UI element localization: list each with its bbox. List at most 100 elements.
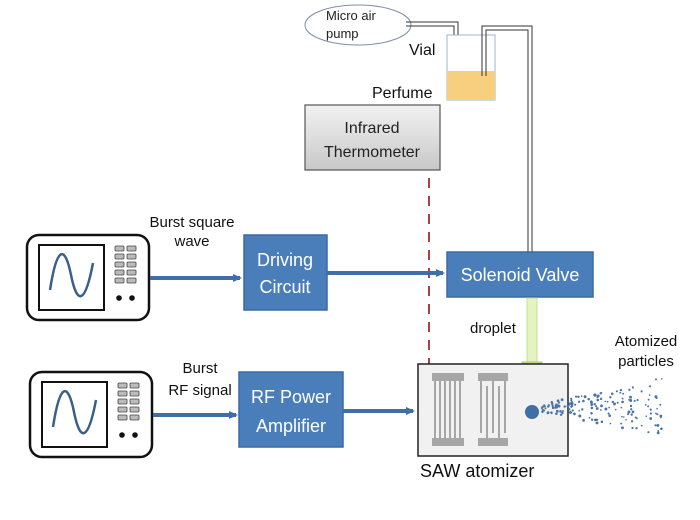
particle bbox=[595, 405, 598, 408]
particle bbox=[648, 394, 651, 396]
particle bbox=[647, 398, 650, 401]
particle bbox=[631, 410, 635, 414]
particle bbox=[542, 409, 546, 412]
particle bbox=[621, 400, 624, 404]
particle bbox=[631, 386, 634, 389]
particle bbox=[593, 393, 597, 397]
particle bbox=[607, 412, 610, 415]
particle bbox=[558, 401, 561, 404]
saw-atomizer bbox=[417, 363, 569, 457]
perfume-liquid bbox=[447, 71, 495, 100]
particle bbox=[571, 409, 574, 412]
particle bbox=[555, 409, 559, 413]
idt-electrode-icon bbox=[432, 373, 464, 446]
particle bbox=[590, 401, 593, 404]
particle bbox=[611, 400, 615, 404]
particle bbox=[606, 400, 609, 403]
particle bbox=[640, 424, 643, 427]
particle bbox=[560, 398, 564, 402]
particle bbox=[621, 397, 624, 400]
particle bbox=[550, 412, 553, 415]
particle bbox=[590, 418, 594, 421]
rf-amplifier-label-line2: Amplifier bbox=[256, 416, 326, 436]
particle bbox=[596, 395, 599, 399]
particle bbox=[604, 407, 608, 411]
particle bbox=[569, 411, 573, 414]
particle bbox=[600, 404, 603, 408]
burst-square-label-line2: wave bbox=[173, 233, 209, 250]
sine-wave-icon bbox=[51, 390, 98, 435]
particle bbox=[582, 399, 585, 403]
particle bbox=[634, 416, 637, 419]
particle bbox=[608, 406, 611, 409]
particle bbox=[578, 409, 581, 412]
saw-atomizer-label: SAW atomizer bbox=[420, 461, 534, 481]
particle bbox=[620, 406, 623, 409]
particle bbox=[561, 411, 564, 415]
particle bbox=[635, 427, 638, 430]
particle bbox=[599, 392, 602, 395]
particle bbox=[577, 395, 580, 399]
particle bbox=[629, 395, 632, 399]
particle bbox=[649, 417, 653, 420]
particle bbox=[660, 427, 663, 431]
particle bbox=[556, 399, 560, 403]
particle bbox=[580, 395, 583, 397]
particle bbox=[660, 378, 663, 380]
particle bbox=[609, 422, 612, 425]
thermometer-label-line1: Infrared bbox=[344, 120, 399, 137]
particle bbox=[608, 414, 611, 417]
particle bbox=[552, 407, 554, 409]
particle bbox=[640, 390, 643, 393]
droplet-label: droplet bbox=[470, 320, 517, 337]
particle bbox=[582, 419, 585, 422]
rf-amplifier-label-line1: RF Power bbox=[251, 387, 331, 407]
keypad-icon bbox=[114, 245, 137, 284]
particle bbox=[567, 408, 571, 411]
particle bbox=[593, 403, 596, 406]
driving-circuit: Driving Circuit bbox=[243, 234, 328, 311]
perfume-tube bbox=[481, 25, 533, 258]
particle bbox=[570, 399, 573, 402]
keypad-icon bbox=[117, 382, 140, 421]
droplet-icon bbox=[525, 405, 539, 419]
particle bbox=[583, 395, 587, 399]
particle bbox=[570, 402, 574, 406]
atomized-particles bbox=[540, 378, 663, 435]
particle bbox=[547, 404, 550, 407]
particle bbox=[659, 414, 663, 418]
sine-wave-icon bbox=[48, 253, 95, 298]
particle bbox=[541, 408, 544, 410]
particle bbox=[622, 392, 625, 395]
solenoid-valve-label: Solenoid Valve bbox=[461, 265, 580, 285]
particle bbox=[628, 398, 630, 401]
particle bbox=[595, 421, 599, 425]
particle bbox=[619, 391, 622, 394]
particle bbox=[573, 412, 576, 416]
atomized-label-line1: Atomized bbox=[615, 333, 678, 350]
particle bbox=[604, 400, 607, 403]
particle bbox=[599, 397, 603, 401]
particle bbox=[596, 418, 599, 421]
particle bbox=[554, 406, 557, 409]
particle bbox=[568, 403, 571, 406]
particle bbox=[647, 431, 650, 434]
particle bbox=[630, 420, 634, 423]
particle bbox=[615, 390, 618, 393]
pump-label-line1: Micro air bbox=[326, 8, 377, 23]
particle bbox=[647, 405, 650, 408]
particle bbox=[625, 418, 627, 421]
particle bbox=[629, 399, 633, 402]
micro-air-pump: Micro air pump bbox=[304, 4, 412, 46]
particle bbox=[627, 410, 631, 414]
function-generator-bottom bbox=[28, 370, 154, 459]
particle bbox=[649, 408, 652, 411]
particle bbox=[555, 412, 558, 415]
particle bbox=[578, 414, 582, 418]
particle bbox=[656, 407, 658, 410]
particle bbox=[556, 404, 559, 407]
particle bbox=[541, 410, 544, 414]
particle bbox=[622, 416, 625, 418]
perfume-label: Perfume bbox=[372, 85, 433, 102]
